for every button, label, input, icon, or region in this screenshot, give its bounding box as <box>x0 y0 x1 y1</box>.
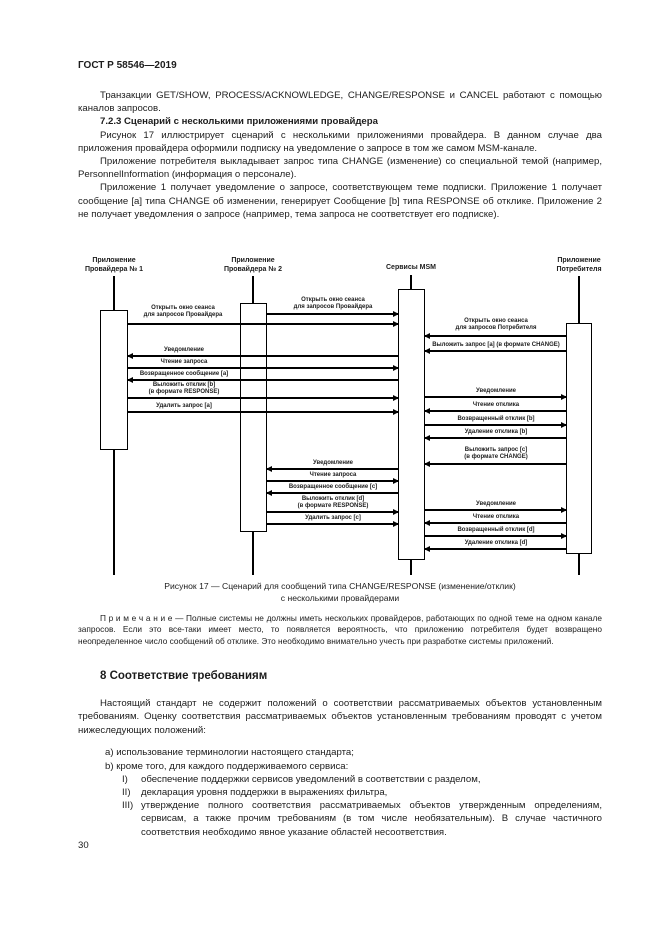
paragraph-app1-app2: Приложение 1 получает уведомление о запр… <box>78 182 602 220</box>
lifeline-stem <box>252 532 254 575</box>
activation-box-msm <box>398 289 425 560</box>
message-label: Чтение отклика <box>472 514 520 520</box>
message-label: Чтение запроса <box>160 359 208 365</box>
list-item-roman-3: III) утверждение полного соответствия ра… <box>122 799 602 839</box>
list-item-b: b) кроме того, для каждого поддерживаемо… <box>105 760 349 772</box>
message-arrow <box>266 490 398 496</box>
message-label: Открыть окно сеанса для запросов Потреби… <box>455 318 537 331</box>
activation-box-provider2 <box>240 303 267 532</box>
roman-text: утверждение полного соответствия рассмат… <box>141 800 602 838</box>
message-label: Выложить отклик [d] (в формате RESPONSE) <box>297 496 369 509</box>
activation-box-consumer <box>566 323 592 554</box>
message-label: Выложить отклик [b] (в формате RESPONSE) <box>148 382 220 395</box>
message-arrow <box>128 395 399 401</box>
message-label: Удаление отклика [b] <box>464 429 528 435</box>
roman-label: II) <box>122 787 131 799</box>
message-arrow <box>425 422 567 428</box>
message-arrow <box>267 311 399 317</box>
lifeline-head-consumer: Приложение Потребителя <box>556 257 602 273</box>
lifeline-stem <box>410 560 412 575</box>
message-label: Возвращенное сообщение [c] <box>288 484 378 490</box>
message-label: Чтение запроса <box>309 472 357 478</box>
paragraph-transactions: Транзакции GET/SHOW, PROCESS/ACKNOWLEDGE… <box>78 90 602 115</box>
message-label: Чтение отклика <box>472 402 520 408</box>
paragraph-consumer-change: Приложение потребителя выкладывает запро… <box>78 156 602 181</box>
list-item-roman-2: II) декларация уровня поддержки в выраже… <box>122 786 602 799</box>
message-arrow <box>128 365 399 371</box>
roman-text: обеспечение поддержки сервисов уведомлен… <box>141 773 481 785</box>
message-label: Удаление отклика [d] <box>464 540 528 546</box>
lifeline-stem <box>410 275 412 289</box>
message-arrow <box>128 321 399 327</box>
message-arrow <box>425 533 567 539</box>
roman-text: декларация уровня поддержки в выражениях… <box>141 787 388 799</box>
message-label: Возвращенный отклик [d] <box>457 527 535 533</box>
lifeline-head-provider2: Приложение Провайдера № 2 <box>223 257 283 273</box>
page-number: 30 <box>78 840 89 851</box>
message-arrow <box>266 466 398 472</box>
message-arrow <box>425 394 567 400</box>
paragraph-figure17-intro: Рисунок 17 иллюстрирует сценарий с неско… <box>78 129 602 154</box>
message-arrow <box>424 408 566 414</box>
heading-7-2-3: 7.2.3 Сценарий с несколькими приложениям… <box>100 116 378 128</box>
message-label: Удалить запрос [a] <box>156 403 212 409</box>
lifeline-head-msm: Сервисы MSM <box>386 264 436 271</box>
message-label: Удалить запрос [c] <box>305 515 361 521</box>
section8-paragraph: Настоящий стандарт не содержит положений… <box>78 698 602 736</box>
message-label: Возвращенное сообщение [a] <box>139 371 229 377</box>
message-label: Уведомление <box>312 460 353 466</box>
lifeline-stem <box>578 276 580 323</box>
message-arrow <box>424 333 566 339</box>
sequence-diagram-figure17: Приложение Провайдера № 1 Приложение Про… <box>0 252 661 582</box>
message-arrow <box>267 509 399 515</box>
message-label: Выложить запрос [c] (в формате CHANGE) <box>464 447 528 460</box>
note-paragraph: П р и м е ч а н и е — Полные системы не … <box>78 613 602 646</box>
lifeline-stem <box>113 450 115 575</box>
message-arrow <box>424 348 566 354</box>
figure-caption-line1: Рисунок 17 — Сценарий для сообщений типа… <box>164 581 516 591</box>
list-item-roman-1: I) обеспечение поддержки сервисов уведом… <box>122 773 602 786</box>
message-label: Уведомление <box>475 388 516 394</box>
figure-caption-line2: с несколькими провайдерами <box>280 593 400 603</box>
message-arrow <box>424 461 566 467</box>
message-arrow <box>267 478 399 484</box>
heading-section-8: 8 Соответствие требованиям <box>100 670 268 683</box>
message-arrow <box>127 353 398 359</box>
message-label: Уведомление <box>475 501 516 507</box>
lower-text-block: Рисунок 17 — Сценарий для сообщений типа… <box>78 580 602 839</box>
message-label: Возвращенный отклик [b] <box>457 416 535 422</box>
message-arrow <box>425 507 567 513</box>
message-label: Выложить запрос [a] (в формате CHANGE) <box>432 342 560 348</box>
standard-code: ГОСТ Р 58546—2019 <box>78 60 177 71</box>
lifeline-head-provider1: Приложение Провайдера № 1 <box>84 257 144 273</box>
message-label: Уведомление <box>163 347 204 353</box>
message-arrow <box>267 521 399 527</box>
lifeline-stem <box>578 554 580 575</box>
message-arrow <box>424 435 566 441</box>
roman-label: I) <box>122 773 128 785</box>
lifeline-stem <box>113 276 115 310</box>
message-arrow <box>424 546 566 552</box>
message-arrow <box>128 409 399 415</box>
list-item-a: a) использование терминологии настоящего… <box>105 747 354 759</box>
upper-text-block: ГОСТ Р 58546—2019 Транзакции GET/SHOW, P… <box>78 60 602 221</box>
message-arrow <box>127 377 398 383</box>
message-label: Открыть окно сеанса для запросов Провайд… <box>293 297 373 310</box>
roman-label: III) <box>122 800 134 812</box>
lifeline-stem <box>252 276 254 303</box>
message-arrow <box>424 520 566 526</box>
activation-box-provider1 <box>100 310 128 450</box>
message-label: Открыть окно сеанса для запросов Провайд… <box>143 305 223 318</box>
